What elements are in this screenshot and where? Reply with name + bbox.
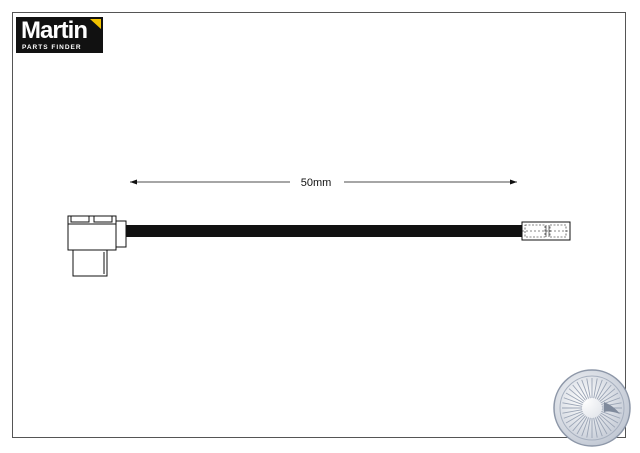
seal-ray xyxy=(563,410,583,419)
seal-ray xyxy=(593,378,598,399)
seal-ray xyxy=(572,384,586,401)
seal-ray xyxy=(568,388,585,402)
seal-ray xyxy=(562,402,583,407)
seal-ray xyxy=(581,417,590,437)
seal-ray xyxy=(568,414,585,428)
right-connector xyxy=(521,221,571,241)
seal-ray xyxy=(565,392,584,404)
logo-subtitle-text: PARTS FINDER xyxy=(22,44,82,51)
seal-ray xyxy=(581,379,590,399)
seal-ray xyxy=(598,415,612,432)
seal-ray xyxy=(600,392,619,404)
seal-ray xyxy=(565,412,584,424)
seal-ray xyxy=(593,417,598,438)
seal-ray xyxy=(594,379,603,399)
seal-ray xyxy=(576,381,588,400)
seal-ray xyxy=(600,412,619,424)
seal-ray xyxy=(598,384,612,401)
arrow-left-icon xyxy=(130,179,137,185)
cable xyxy=(126,225,522,237)
seal-ray xyxy=(596,416,608,435)
sunburst-seal-icon xyxy=(553,369,631,447)
seal-ray xyxy=(586,378,591,399)
seal-ray xyxy=(586,417,591,438)
seal-ray xyxy=(562,409,583,414)
seal-ray xyxy=(594,417,603,437)
seal-ray xyxy=(599,388,616,402)
seal-ray xyxy=(576,416,588,435)
dimension-line-left xyxy=(130,179,290,185)
arrow-right-icon xyxy=(510,179,517,185)
logo-brand-text: Martin xyxy=(21,17,88,44)
logo-flash-icon xyxy=(90,19,101,29)
dimension-line-right xyxy=(344,179,517,185)
drawing-frame xyxy=(12,12,626,438)
seal-ray xyxy=(601,410,621,419)
martin-parts-finder-logo: Martin PARTS FINDER xyxy=(16,17,103,53)
left-connector xyxy=(67,215,127,277)
seal-ray xyxy=(599,414,616,428)
dimension-label: 50mm xyxy=(300,177,332,189)
seal-ray xyxy=(596,381,608,400)
seal-ray xyxy=(572,415,586,432)
seal-ray xyxy=(563,397,583,406)
